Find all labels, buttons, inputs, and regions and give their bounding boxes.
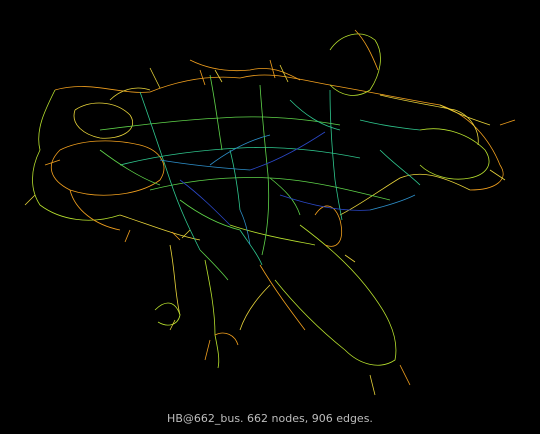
graph-edge-24 bbox=[119, 147, 361, 166]
graph-edge-7 bbox=[379, 94, 479, 146]
graph-edge-43 bbox=[369, 194, 416, 211]
graph-edge-11 bbox=[274, 224, 397, 366]
graph-edge-35 bbox=[99, 149, 161, 186]
graph-edge-1 bbox=[339, 173, 471, 216]
graph-edge-25 bbox=[149, 177, 391, 201]
graph-edge-19 bbox=[439, 104, 491, 126]
graph-edge-45 bbox=[239, 209, 251, 246]
graph-edge-50 bbox=[279, 64, 289, 83]
graph-edge-27 bbox=[259, 84, 270, 256]
graph-edge-9 bbox=[189, 59, 301, 81]
graph-edge-4 bbox=[73, 102, 133, 139]
graph-edge-8 bbox=[419, 128, 490, 180]
graph-edge-55 bbox=[399, 364, 411, 386]
graph-edge-49 bbox=[269, 59, 276, 79]
graph-edge-17 bbox=[229, 224, 316, 246]
graph-edge-57 bbox=[204, 339, 211, 361]
graph-edge-2 bbox=[32, 89, 121, 221]
graph-edge-34 bbox=[379, 149, 421, 186]
graph-edge-54 bbox=[489, 169, 506, 181]
graph-edge-31 bbox=[179, 199, 241, 231]
graph-edge-36 bbox=[359, 119, 421, 131]
graph-edge-60 bbox=[344, 254, 356, 263]
graph-edge-41 bbox=[209, 134, 271, 166]
graph-edge-21 bbox=[214, 332, 239, 346]
graph-edge-62 bbox=[181, 229, 191, 239]
graph-edge-29 bbox=[209, 74, 223, 151]
graph-edge-30 bbox=[289, 99, 341, 131]
graph-edge-20 bbox=[154, 302, 181, 326]
graph-edge-51 bbox=[44, 159, 61, 166]
graph-edges bbox=[24, 29, 516, 396]
graph-caption: HB@662_bus. 662 nodes, 906 edges. bbox=[167, 412, 373, 425]
graph-edge-38 bbox=[229, 149, 241, 211]
graph-edge-6 bbox=[354, 29, 379, 71]
graph-edge-18 bbox=[69, 189, 121, 231]
graph-edge-5 bbox=[329, 33, 381, 96]
graph-edge-47 bbox=[199, 69, 206, 86]
graph-edge-10 bbox=[109, 87, 151, 101]
graph-edge-42 bbox=[279, 194, 371, 211]
graph-edge-52 bbox=[24, 194, 36, 206]
graph-edge-23 bbox=[99, 116, 341, 131]
graph-edge-58 bbox=[169, 319, 176, 331]
graph-edge-48 bbox=[214, 69, 223, 83]
graph-edge-13 bbox=[169, 244, 181, 316]
graph-edge-0 bbox=[54, 74, 504, 191]
graph-edge-26 bbox=[139, 91, 201, 251]
graph-edge-53 bbox=[499, 119, 516, 126]
graph-edge-46 bbox=[149, 67, 161, 89]
graph-edge-22 bbox=[239, 284, 271, 331]
graph-edge-61 bbox=[171, 231, 181, 241]
graph-edge-56 bbox=[369, 374, 376, 396]
graph-edge-28 bbox=[329, 89, 343, 221]
graph-edge-44 bbox=[179, 179, 231, 226]
graph-edge-3 bbox=[50, 140, 165, 196]
graph-edge-37 bbox=[269, 177, 301, 216]
graph-edge-16 bbox=[119, 214, 201, 241]
graph-edge-33 bbox=[199, 249, 229, 281]
graph-edge-40 bbox=[249, 131, 326, 171]
graph-edge-59 bbox=[124, 229, 131, 243]
graph-edge-12 bbox=[259, 264, 306, 331]
graph-edge-32 bbox=[239, 229, 263, 266]
graph-edge-39 bbox=[159, 159, 251, 171]
